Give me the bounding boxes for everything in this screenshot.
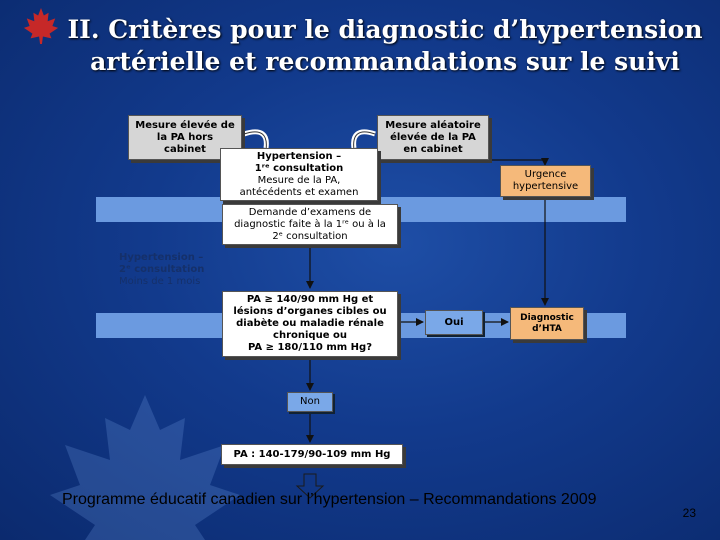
box-mesure-aleatoire: Mesure aléatoire élevée de la PA en cabi…: [377, 115, 489, 160]
label-line: Hypertension –: [119, 252, 204, 263]
box-line: 1ʳᵉ consultation: [254, 162, 344, 174]
box-line: d’HTA: [532, 323, 562, 334]
box-line: Demande d’examens de: [248, 206, 372, 218]
box-line: Diagnostic: [520, 312, 574, 323]
box-line: PA ≥ 140/90 mm Hg et: [246, 294, 374, 305]
box-line: Hypertension –: [256, 150, 342, 162]
box-line: Mesure aléatoire: [385, 119, 481, 131]
box-line: la PA hors: [156, 131, 214, 143]
box-line: lésions d’organes cibles ou: [233, 306, 387, 317]
label-line: Moins de 1 mois: [119, 276, 201, 287]
box-line: antécédents et examen: [239, 186, 359, 198]
box-criteres: PA ≥ 140/90 mm Hg et lésions d’organes c…: [222, 291, 398, 357]
footer-text: Programme éducatif canadien sur l’hypert…: [62, 491, 597, 508]
box-line: PA ≥ 180/110 mm Hg?: [247, 342, 373, 353]
slide-title: II. Critères pour le diagnostic d’hypert…: [67, 15, 703, 76]
page-number: 23: [682, 506, 696, 520]
box-text: Oui: [444, 316, 464, 328]
box-text: Non: [300, 396, 320, 407]
box-line: diagnostic faite à la 1ʳᵉ ou à la: [234, 218, 386, 230]
box-line: hypertensive: [512, 181, 579, 192]
label-line: 2ᵉ consultation: [119, 264, 205, 275]
box-line: cabinet: [164, 143, 206, 155]
box-consultation-1: Hypertension – 1ʳᵉ consultation Mesure d…: [220, 148, 378, 201]
box-non: Non: [287, 392, 333, 412]
box-diagnostic: Diagnostic d’HTA: [510, 307, 584, 340]
box-examens: Demande d’examens de diagnostic faite à …: [222, 204, 398, 245]
box-urgence: Urgence hypertensive: [500, 165, 591, 197]
box-line: Urgence: [524, 169, 567, 180]
box-line: diabète ou maladie rénale: [236, 318, 384, 329]
watermark-leaf-icon: [50, 395, 240, 540]
box-text: PA : 140-179/90-109 mm Hg: [233, 448, 391, 460]
box-line: 2ᵉ consultation: [272, 230, 348, 242]
box-pa-range: PA : 140-179/90-109 mm Hg: [221, 444, 403, 465]
maple-leaf-logo-icon: [23, 7, 59, 45]
box-line: chronique ou: [273, 330, 347, 341]
box-line: en cabinet: [403, 143, 463, 155]
box-line: Mesure de la PA,: [257, 174, 341, 186]
box-line: Mesure élevée de: [135, 119, 235, 131]
box-line: élevée de la PA: [390, 131, 476, 143]
consultation-2-label: Hypertension – 2ᵉ consultation Moins de …: [119, 252, 204, 288]
box-oui: Oui: [425, 310, 483, 335]
box-mesure-elevee: Mesure élevée de la PA hors cabinet: [128, 115, 242, 160]
